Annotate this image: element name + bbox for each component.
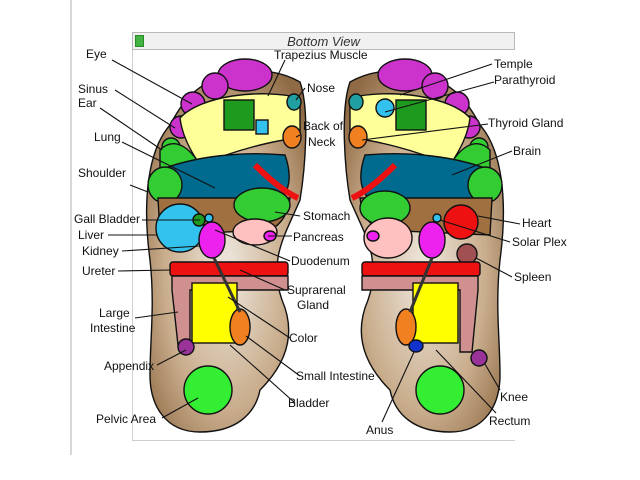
- label-eye: Eye: [86, 47, 107, 61]
- label-shoulder: Shoulder: [78, 166, 126, 180]
- right-foot: [343, 58, 505, 433]
- left-stomach: [233, 187, 291, 223]
- left-toe-2: [201, 72, 229, 100]
- label-temple: Temple: [494, 57, 533, 71]
- label-knee: Knee: [500, 390, 528, 404]
- right-large-intestine: [361, 275, 479, 353]
- right-small-intestine: [412, 282, 459, 344]
- right-thyroid-band: [350, 162, 398, 201]
- label-gland: Gland: [297, 298, 329, 312]
- panel-border-bottom: [132, 440, 515, 441]
- label-intestine: Intestine: [90, 321, 136, 335]
- right-heart: [443, 204, 479, 240]
- right-pelvic-area: [415, 365, 465, 415]
- window-divider-line: [70, 0, 72, 455]
- left-liver: [155, 203, 205, 253]
- label-stomach: Stomach: [303, 209, 350, 223]
- label-nose: Nose: [307, 81, 335, 95]
- left-foot: [145, 58, 307, 433]
- label-appendix: Appendix: [104, 359, 154, 373]
- right-ureter-line: [408, 257, 434, 313]
- label-sinus: Sinus: [78, 82, 108, 96]
- title-bar[interactable]: Bottom View: [132, 32, 515, 50]
- right-pancreas-dot: [366, 230, 380, 242]
- left-temple-spot: [255, 119, 269, 135]
- label-ureter: Ureter: [82, 264, 115, 278]
- leader-lines: [99, 59, 521, 423]
- right-pancreas: [363, 217, 413, 259]
- left-trapezius-block: [223, 99, 255, 131]
- label-suprarenal: Suprarenal: [287, 283, 346, 297]
- left-kidney: [198, 221, 226, 259]
- right-ureter-band: [361, 261, 481, 277]
- window-grip-icon[interactable]: [135, 35, 144, 47]
- label-neck: Neck: [308, 135, 336, 149]
- label-large: Large: [99, 306, 130, 320]
- right-solar-dot: [432, 213, 442, 223]
- label-trapezius: Trapezius Muscle: [274, 48, 368, 62]
- label-rectum: Rectum: [489, 414, 530, 428]
- label-color: Color: [289, 331, 318, 345]
- label-solar-plex: Solar Plex: [512, 235, 567, 249]
- left-solar-dot: [204, 213, 214, 223]
- label-liver: Liver: [78, 228, 104, 242]
- left-thyroid-band: [252, 162, 300, 201]
- right-spleen: [456, 243, 478, 265]
- label-lung: Lung: [94, 130, 121, 144]
- window-title: Bottom View: [287, 34, 360, 49]
- left-ureter-band: [169, 261, 289, 277]
- right-anus: [408, 339, 424, 353]
- panel-border-left: [132, 50, 133, 440]
- left-back-of-neck-spot: [282, 125, 302, 149]
- label-ear: Ear: [78, 96, 97, 110]
- right-nose-spot: [348, 93, 364, 111]
- label-pancreas: Pancreas: [293, 230, 344, 244]
- label-back-of: Back of: [303, 119, 344, 133]
- label-gall-bladder: Gall Bladder: [74, 212, 140, 226]
- label-brain: Brain: [513, 144, 541, 158]
- label-duodenum: Duodenum: [291, 254, 350, 268]
- label-thyroid: Thyroid Gland: [488, 116, 563, 130]
- label-parathyroid: Parathyroid: [494, 73, 555, 87]
- label-kidney: Kidney: [82, 244, 119, 258]
- right-back-of-neck-spot: [348, 125, 368, 149]
- left-pelvic-area: [183, 365, 233, 415]
- label-bladder: Bladder: [288, 396, 329, 410]
- right-knee: [470, 349, 488, 367]
- label-small-intestine: Small Intestine: [296, 369, 375, 383]
- right-temple-spot: [375, 98, 395, 118]
- label-pelvic-area: Pelvic Area: [96, 412, 156, 426]
- labels: Eye Trapezius Muscle Sinus Ear Nose Temp…: [74, 47, 567, 437]
- right-kidney: [418, 221, 446, 259]
- left-ureter-line: [212, 257, 242, 313]
- left-colon: [229, 308, 251, 346]
- label-spleen: Spleen: [514, 270, 551, 284]
- left-appendix: [177, 338, 195, 356]
- label-heart: Heart: [522, 216, 552, 230]
- right-colon: [395, 308, 417, 346]
- label-anus: Anus: [366, 423, 393, 437]
